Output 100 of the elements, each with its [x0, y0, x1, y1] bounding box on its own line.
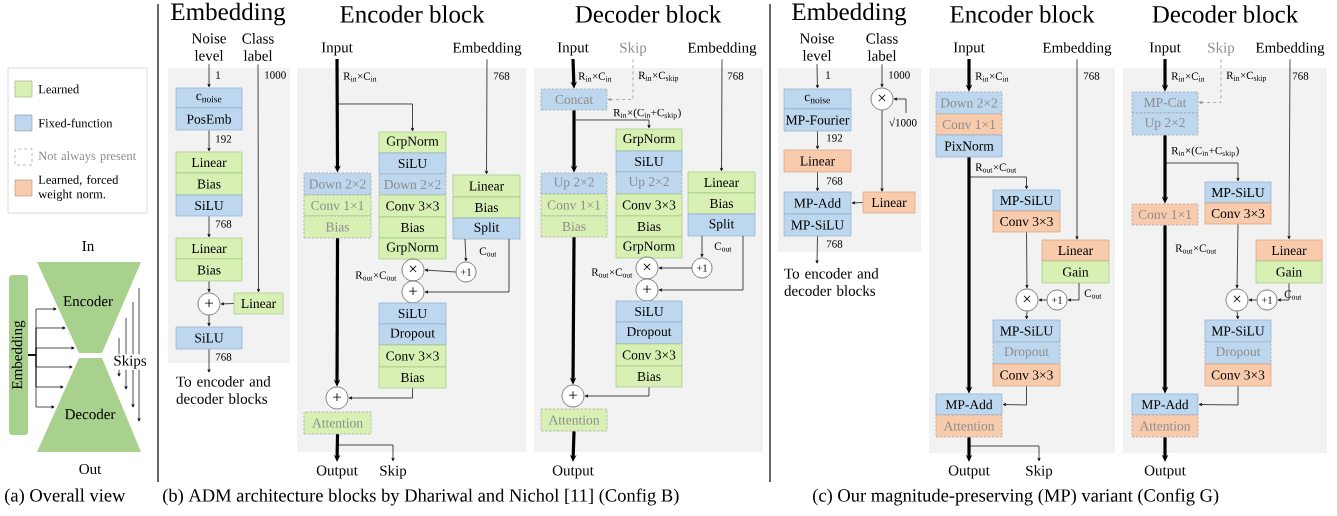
layer-box: SiLU [175, 194, 243, 217]
arrow [464, 238, 468, 262]
dimension-label: 1 [826, 71, 831, 79]
legend-label: Fixed-function [38, 118, 113, 128]
layer-box: GrpNorm [615, 128, 683, 152]
layer-box: MP-SiLU [992, 189, 1061, 212]
dimension-label: R$_{out}$×C$_{out}$ [355, 271, 397, 281]
dimension-label: R$_{out}$×C$_{out}$ [591, 268, 633, 278]
port-label: Output [316, 465, 358, 479]
arrow [816, 131, 820, 150]
arrow [1277, 283, 1290, 302]
layer-box: SiLU [378, 152, 447, 175]
arrow [968, 176, 1029, 190]
node-label: Embedding [792, 2, 907, 26]
layer-box: Bias [303, 215, 372, 239]
arrow [658, 235, 744, 292]
dimension-label: 192 [216, 135, 232, 143]
layer-box: Linear [687, 171, 756, 194]
arrow [584, 387, 650, 398]
layer-box: Gain [1255, 260, 1323, 284]
layer-box: Conv 1×1 [540, 193, 608, 217]
port-label: Input [557, 42, 589, 56]
dimension-label: C$_{out}$ [1084, 289, 1102, 299]
dimension-label: C$_{out}$ [1284, 290, 1302, 300]
dimension-label: R$_{in}$×C$_{skip}$ [638, 71, 679, 83]
layer-box: SiLU [378, 302, 447, 325]
diagram-label: In [82, 241, 95, 251]
layer-box: Attention [1131, 414, 1199, 438]
layer-box: Linear [175, 237, 243, 260]
dimension-label: R$_{in}$×(C$_{in}$+C$_{skip}$) [1171, 146, 1239, 158]
layer-box: Down 2×2 [303, 172, 372, 196]
port-label: Input [953, 42, 985, 56]
port-label: Embedding [1255, 42, 1325, 56]
arrow [1038, 298, 1047, 302]
legend-label: Not always present [38, 151, 137, 163]
caption: (c) Our magnitude-preserving (MP) variant (Config G) [813, 488, 1219, 506]
layer-box: Conv 3×3 [615, 343, 683, 367]
arrow [658, 266, 692, 270]
layer-box: MP-Add [935, 393, 1003, 416]
arrow [607, 59, 634, 101]
layer-box: GrpNorm [378, 237, 447, 260]
layer-box: MP-SiLU [1204, 181, 1272, 204]
layer-box: Attention [540, 408, 608, 432]
node-label: Embedding [171, 2, 286, 26]
node-label: Encoder block [340, 5, 485, 23]
layer-box: Bias [378, 216, 447, 239]
port-label: Noise level [191, 33, 226, 61]
layer-box: c$_{noise}$ [783, 88, 852, 110]
dimension-label: 768 [215, 353, 232, 361]
dimension-label: 768 [1083, 72, 1100, 80]
dimension-label: R$_{in}$×C$_{in}$ [975, 72, 1009, 82]
dimension-label: R$_{in}$×C$_{in}$ [343, 72, 377, 82]
arrow [485, 59, 489, 175]
port-label: Skip [1026, 465, 1053, 479]
dimension-label: 768 [215, 220, 232, 228]
arrow [1164, 162, 1240, 182]
layer-box: Concat [540, 88, 608, 111]
layer-box: Bias [175, 258, 243, 282]
layer-box: Dropout [992, 341, 1061, 365]
layer-box: Linear [452, 174, 521, 198]
arrow [1236, 311, 1240, 320]
port-label: Class label [866, 33, 898, 61]
arrow [27, 354, 55, 409]
layer-box: MP-Add [783, 191, 852, 215]
layer-box: Conv 3×3 [378, 194, 447, 218]
dimension-label: 768 [826, 240, 843, 248]
layer-box: Conv 1×1 [303, 194, 372, 217]
arrow [1067, 282, 1080, 302]
caption: (a) Overall view [5, 488, 126, 506]
arrow [336, 444, 395, 462]
arrow [348, 388, 413, 400]
arrow [700, 235, 704, 258]
layer-box: Conv 3×3 [378, 344, 447, 368]
layer-box: Linear [1255, 239, 1323, 262]
layer-box: Linear [1041, 239, 1110, 262]
arrow [851, 201, 863, 205]
layer-box: Conv 3×3 [992, 363, 1061, 387]
dimension-label: R$_{in}$×C$_{in}$ [578, 72, 612, 82]
layer-box: Conv 3×3 [1204, 363, 1272, 387]
dimension-label: 768 [1292, 72, 1309, 80]
layer-box: Dropout [1204, 341, 1272, 365]
layer-box: Conv 3×3 [1204, 202, 1272, 225]
dimension-label: 1000 [265, 71, 286, 79]
layer-box: Linear [233, 292, 284, 315]
arrow [1287, 59, 1291, 240]
port-label: Input [1149, 42, 1181, 56]
layer-box: Conv 1×1 [935, 113, 1003, 136]
embedding-bar: Embedding [9, 275, 28, 435]
layer-box: PosEmb [175, 107, 243, 131]
arrow [256, 64, 261, 293]
arrow [893, 97, 907, 114]
layer-box: Split [687, 213, 756, 237]
port-label: To encoder and decoder blocks [176, 376, 271, 404]
layer-box: Linear [783, 149, 852, 173]
layer-box: Bias [175, 172, 243, 196]
layer-box: Linear [175, 151, 243, 174]
dimension-label: R$_{out}$×C$_{out}$ [1175, 244, 1217, 254]
layer-box: Split [452, 217, 521, 240]
layer-box: Up 2×2 [1131, 112, 1199, 136]
arrow [1235, 224, 1239, 289]
